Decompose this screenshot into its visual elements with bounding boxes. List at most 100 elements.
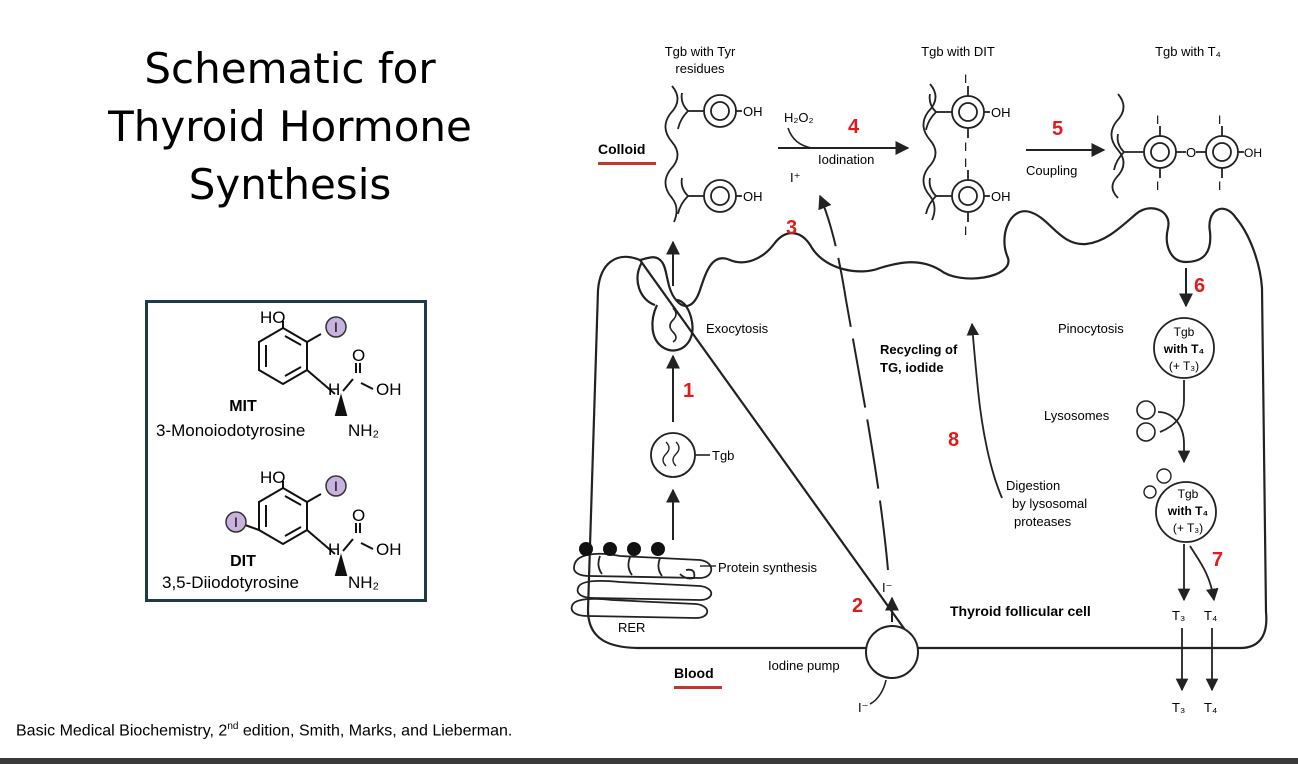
- step-3: 3: [786, 217, 797, 239]
- cell-membrane: [586, 207, 1268, 650]
- pino-vesicle-label-3: (+ T₃): [1169, 359, 1199, 373]
- structures-svg: I HO O H OH NH₂ MIT 3-Monoiodotyrosine I: [156, 308, 402, 592]
- cell-label: Thyroid follicular cell: [950, 603, 1091, 619]
- dit-ho: HO: [260, 468, 286, 487]
- dit-iodine-label-1: I: [334, 478, 338, 494]
- t4-i-4: I: [1218, 179, 1221, 193]
- structures-box: I HO O H OH NH₂ MIT 3-Monoiodotyrosine I: [145, 300, 427, 602]
- dit-i-4: I: [964, 224, 967, 238]
- dit-i-1: I: [964, 72, 967, 86]
- t4-i-3: I: [1218, 113, 1221, 127]
- tyr-oh-1: OH: [743, 104, 763, 119]
- tgb-vesicle: [650, 432, 696, 478]
- exocytosis-membrane: [636, 261, 656, 307]
- recycling-arrow: [966, 322, 1003, 499]
- citation-post: edition, Smith, Marks, and Lieberman.: [238, 722, 513, 740]
- step-6: 6: [1194, 275, 1205, 297]
- mit-iodine-label: I: [334, 319, 338, 335]
- dit-oh-2: OH: [991, 189, 1011, 204]
- step-2: 2: [852, 595, 863, 617]
- blood-label: Blood: [674, 665, 714, 681]
- phagolysosome: [1155, 481, 1217, 543]
- bottom-divider: [0, 758, 1298, 764]
- mit-iodine-marker: [325, 316, 347, 338]
- lysosome-1: [1136, 400, 1156, 420]
- mit-oh: OH: [376, 380, 402, 399]
- phagolysosome-bud-2: [1143, 485, 1157, 499]
- rer: [570, 552, 713, 619]
- i-plus-label: I⁺: [790, 170, 800, 185]
- dit-iodine-label-2: I: [234, 514, 238, 530]
- exocytosis-vesicle: [651, 298, 694, 352]
- digestion-label-2: by lysosomal: [1012, 496, 1087, 511]
- citation-pre: Basic Medical Biochemistry, 2: [16, 722, 228, 740]
- h2o2-curve: [787, 127, 813, 149]
- rer-label: RER: [618, 620, 645, 635]
- i-minus-blood: I⁻: [858, 700, 868, 715]
- pino-vesicle-label-1: Tgb: [1174, 325, 1195, 339]
- step-4: 4: [848, 116, 860, 138]
- dit-structure: [244, 481, 374, 576]
- iodine-pump: [865, 625, 919, 679]
- pinocytic-vesicle: [1153, 317, 1215, 379]
- title-line-2: Thyroid Hormone: [108, 102, 472, 151]
- exocytosis-label: Exocytosis: [706, 321, 769, 336]
- blood-underline: [674, 686, 722, 689]
- step-8: 8: [948, 429, 959, 451]
- i-minus-cell: I⁻: [882, 580, 892, 595]
- iodine-pump-label: Iodine pump: [768, 658, 840, 673]
- step-1: 1: [683, 380, 694, 402]
- digestion-label-3: proteases: [1014, 514, 1072, 529]
- tgb-tyr-label-2: residues: [675, 61, 725, 76]
- dit-i-3: I: [964, 156, 967, 170]
- step-7: 7: [1212, 549, 1223, 571]
- mit-nh2: NH₂: [348, 421, 379, 440]
- dit-oh: OH: [376, 540, 402, 559]
- dit-iodine-marker-2: [225, 511, 247, 533]
- mit-abbr: MIT: [229, 398, 257, 415]
- mit-h: H: [328, 380, 340, 399]
- recycling-label-1: Recycling of: [880, 342, 958, 357]
- dit-name: 3,5-Diiodotyrosine: [162, 573, 299, 592]
- lysosomes-label: Lysosomes: [1044, 408, 1110, 423]
- ribosome-4: [651, 542, 665, 556]
- title-line-3: Synthesis: [188, 160, 392, 209]
- phago-label-1: Tgb: [1178, 487, 1199, 501]
- tgb-vesicle-content: [662, 441, 680, 467]
- t4-release-arrow: [1189, 545, 1219, 602]
- title-line-1: Schematic for: [144, 44, 436, 93]
- citation-sup: nd: [227, 721, 239, 732]
- iodination-label: Iodination: [818, 152, 874, 167]
- tyr-oh-2: OH: [743, 189, 763, 204]
- tyr-residues: [664, 85, 742, 223]
- tgb-vesicle-label: Tgb: [712, 448, 734, 463]
- iodide-transport-arrow: [818, 194, 889, 571]
- ribosome-3: [627, 542, 641, 556]
- t3-cell-label: T₃: [1172, 608, 1185, 623]
- t4-i-2: I: [1156, 179, 1159, 193]
- t3-blood-label: T₃: [1172, 700, 1185, 715]
- ribosome-2: [603, 542, 617, 556]
- t4-cell-label: T₄: [1204, 608, 1217, 623]
- colloid-underline: [598, 162, 656, 165]
- h2o2-label: H₂O₂: [784, 110, 814, 125]
- dit-o: O: [352, 506, 365, 525]
- page-title: Schematic for Thyroid Hormone Synthesis: [40, 40, 540, 214]
- phago-label-3: (+ T₃): [1173, 521, 1203, 535]
- citation: Basic Medical Biochemistry, 2nd edition,…: [16, 721, 512, 740]
- protein-synthesis-label: Protein synthesis: [718, 560, 817, 575]
- lysosome-2: [1136, 422, 1156, 442]
- dit-h: H: [328, 540, 340, 559]
- step-5: 5: [1052, 118, 1063, 140]
- t4-residue: [1110, 93, 1244, 199]
- dit-abbr: DIT: [230, 553, 256, 570]
- dit-iodine-marker-1: [325, 475, 347, 497]
- mit-o: O: [352, 346, 365, 365]
- step-numbers: 1 2 3 4 5 6 7 8: [683, 116, 1223, 617]
- mit-structure: [258, 321, 374, 416]
- t4-ether-o: O: [1186, 145, 1196, 160]
- ribosome-1: [579, 542, 593, 556]
- tgb-tyr-label-1: Tgb with Tyr: [665, 44, 736, 59]
- dit-nh2: NH₂: [348, 573, 379, 592]
